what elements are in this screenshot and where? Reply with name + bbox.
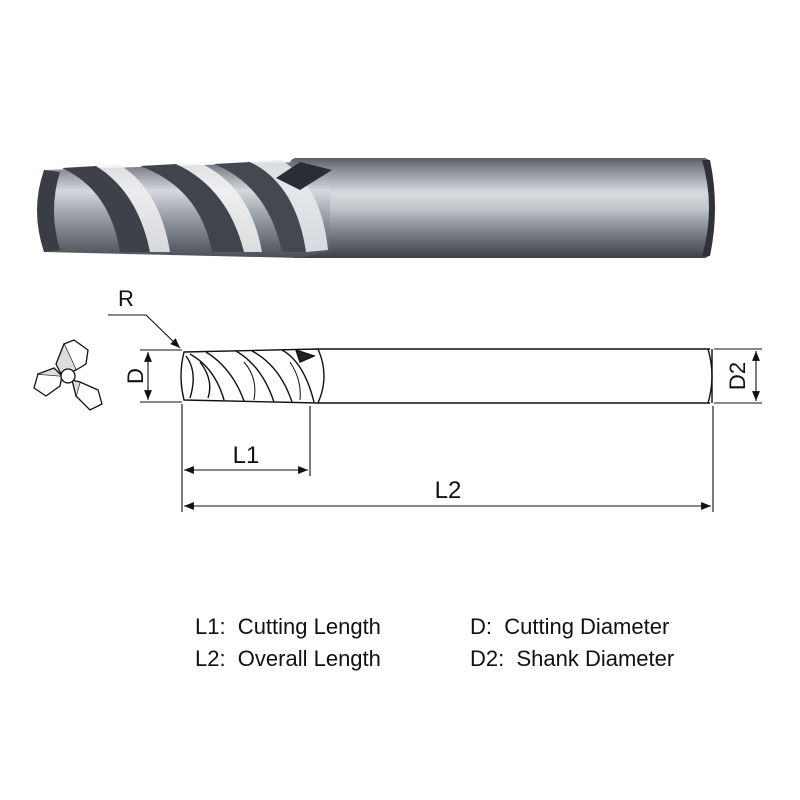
label-l2: L2: [435, 477, 462, 504]
flute-3: [214, 162, 306, 252]
flute-highlight-2: [176, 163, 262, 252]
label-d2: D2: [725, 362, 750, 390]
legend-l2: L2: Overall Length: [195, 646, 381, 671]
label-l1: L1: [233, 442, 260, 469]
shank-chamfer: [702, 160, 715, 256]
flute-runout: [276, 162, 332, 190]
end-view-icon: [33, 339, 103, 411]
flute-highlight-3: [250, 160, 328, 252]
dimension-labels: R D D2 L1 L2: [118, 286, 750, 504]
tool-photo: [37, 158, 715, 258]
flute-2: [140, 164, 244, 252]
flute-highlight-1: [96, 165, 170, 252]
tool-outline: [180, 348, 713, 404]
label-r: R: [118, 286, 134, 311]
legend-l1: L1: Cutting Length: [195, 614, 381, 639]
legend-d: D: Cutting Diameter: [470, 614, 670, 639]
shank-body: [290, 158, 710, 258]
label-d: D: [123, 368, 148, 384]
legend-d2: D2: Shank Diameter: [470, 646, 675, 671]
flute-1: [62, 166, 150, 252]
tool-tip: [37, 170, 60, 252]
dimensions: [108, 314, 762, 512]
